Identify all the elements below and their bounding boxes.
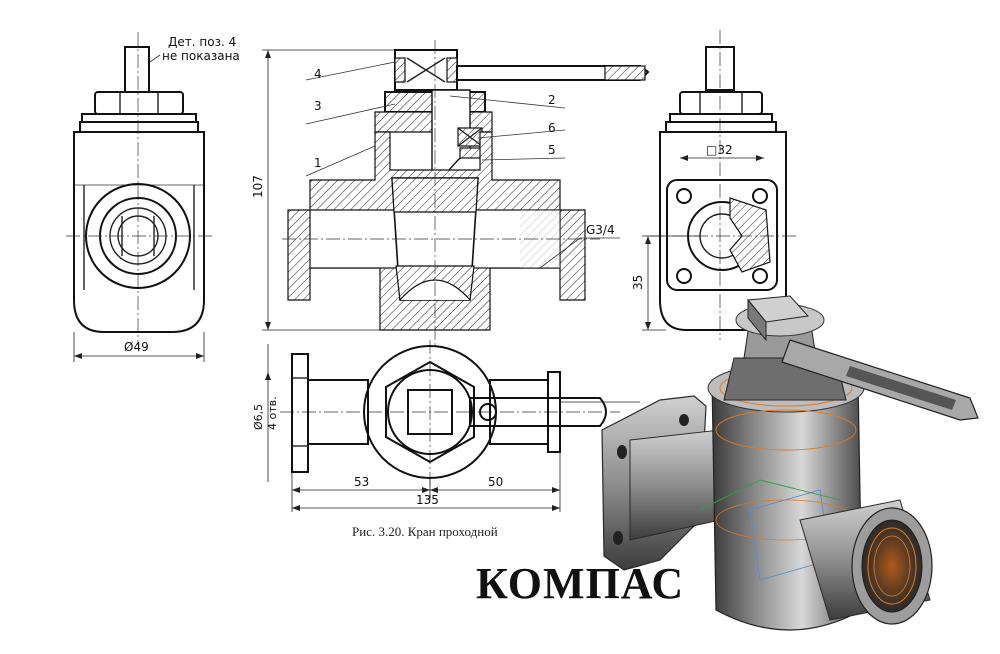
callout-4: 4 [314,67,322,81]
dim-holes-diameter: Ø6,5 [252,404,265,430]
valve-3d-render [601,295,979,631]
callout-5: 5 [548,143,556,157]
dim-50: 50 [488,475,503,489]
section-view: 107 G3/4 4 [251,40,650,345]
dim-holes-count: 4 отв. [266,396,279,430]
right-side-view: □32 35 [631,30,796,340]
left-note-line1: Дет. поз. 4 [168,35,236,49]
dim-53: 53 [354,475,369,489]
left-side-view: Дет. поз. 4 не показана Ø49 [66,32,240,362]
dim-diameter-49: Ø49 [124,340,149,354]
brand-title: КОМПАС [476,559,684,608]
dim-height-35: 35 [631,275,645,290]
callout-2: 2 [548,93,556,107]
top-view: Ø6,5 4 отв. 53 50 135 [252,340,640,512]
callout-1: 1 [314,156,322,170]
callout-3: 3 [314,99,322,113]
dim-square-32: □32 [706,143,733,157]
dim-height-107: 107 [251,175,265,198]
thread-label: G3/4 [586,223,615,237]
callout-6: 6 [548,121,556,135]
left-note-line2: не показана [162,49,240,63]
dim-135: 135 [416,493,439,507]
figure-caption: Рис. 3.20. Кран проходной [352,524,498,539]
